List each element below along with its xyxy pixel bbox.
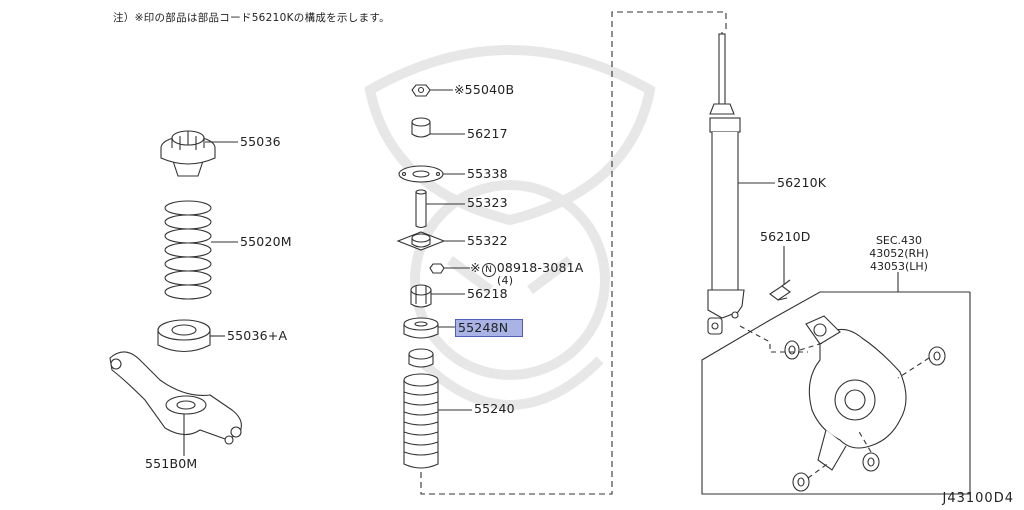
nut-part [411,84,431,97]
label-55036A[interactable]: 55036+A [227,328,288,343]
washer-nut-part [429,263,445,274]
bushing-56217-part [411,117,431,138]
section-ref-line1: SEC.430 [875,234,923,247]
label-55036[interactable]: 55036 [240,134,281,149]
lower-spring-seat-part [157,319,211,353]
label-551B0M[interactable]: 551B0M [145,456,198,471]
knuckle-part [805,315,907,471]
label-08918-number: 08918-3081A [496,260,584,275]
label-55338[interactable]: 55338 [467,166,508,181]
label-55240[interactable]: 55240 [474,401,515,416]
diagram-code: J43100D4 [942,491,1014,506]
diagram-note: 注）※印の部品は部品コード56210Kの構成を示します。 [113,12,390,24]
knuckle-reference-box [701,291,971,495]
label-55040B[interactable]: ※55040B [454,82,515,97]
bushing-a-part [784,340,800,360]
label-56217[interactable]: 56217 [467,126,508,141]
label-08918-qty: (4) [497,274,514,287]
spacer-55323-part [415,189,427,229]
label-55323[interactable]: 55323 [467,195,508,210]
label-56210K[interactable]: 56210K [777,175,827,190]
coil-spring-part [164,200,212,300]
shock-absorber-56210K-part [707,32,745,335]
label-55322[interactable]: 55322 [467,233,508,248]
n-circle-icon: N [481,263,496,277]
bushing-d-part [792,472,810,492]
dust-boot-55240-part [403,373,439,469]
lower-arm-part [109,351,242,445]
label-55020M[interactable]: 55020M [240,234,292,249]
bolt-56210D-part [769,279,791,301]
section-ref-line2: 43052(RH) [869,247,929,260]
section-reference[interactable]: SEC.430 43052(RH) 43053(LH) [854,234,944,273]
plate-55338-part [398,165,444,183]
bushing-c-part [862,452,880,472]
upper-spring-seat-part [160,130,216,177]
label-08918-mark: ※ [470,260,481,275]
mount-55322-part [396,231,446,251]
label-56210D[interactable]: 56210D [760,229,811,244]
bushing-56218-part [410,284,432,308]
bump-rubber-part [408,348,434,368]
label-56218[interactable]: 56218 [467,286,508,301]
bushing-b-part [928,346,946,366]
bump-stop-55248N-part [403,317,439,339]
label-55248N-highlighted[interactable]: 55248N [455,319,523,337]
section-ref-line3: 43053(LH) [870,260,928,273]
